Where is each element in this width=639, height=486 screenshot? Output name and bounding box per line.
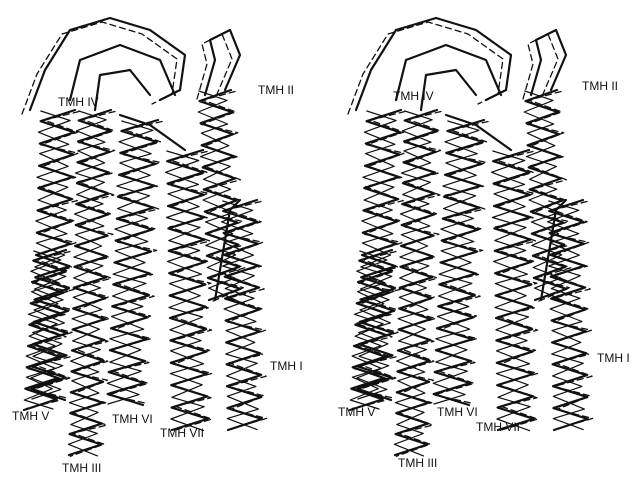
right-label-tmh-ii: TMH II [582, 80, 618, 92]
loop-2-solid-trace [70, 45, 175, 100]
loop-4-dashed-trace [523, 34, 558, 99]
left-label-tmh-v: TMH V [12, 410, 49, 422]
loop-4-dashed-trace [197, 34, 232, 99]
right-stereo-panel [348, 18, 593, 456]
left-label-tmh-ii: TMH II [258, 84, 294, 96]
left-label-tmh-vii: TMH VII [160, 427, 204, 439]
left-label-tmh-i: TMH I [270, 360, 303, 372]
right-label-tmh-iii: TMH III [398, 457, 437, 469]
right-label-tmh-vii: TMH VII [476, 421, 520, 433]
right-label-tmh-iv: TMH IV [393, 90, 434, 102]
right-label-tmh-vi: TMH VI [437, 406, 478, 418]
right-label-tmh-v: TMH V [338, 406, 375, 418]
loop-3-solid-trace [95, 70, 150, 110]
left-label-tmh-iii: TMH III [62, 462, 101, 474]
left-label-tmh-vi: TMH VI [112, 413, 153, 425]
tmh-vi-solid-trace [434, 120, 484, 405]
tmh-vi-solid-trace [108, 120, 158, 405]
right-label-tmh-i: TMH I [597, 352, 630, 364]
left-label-tmh-iv: TMH IV [58, 96, 99, 108]
left-stereo-panel [22, 18, 267, 456]
